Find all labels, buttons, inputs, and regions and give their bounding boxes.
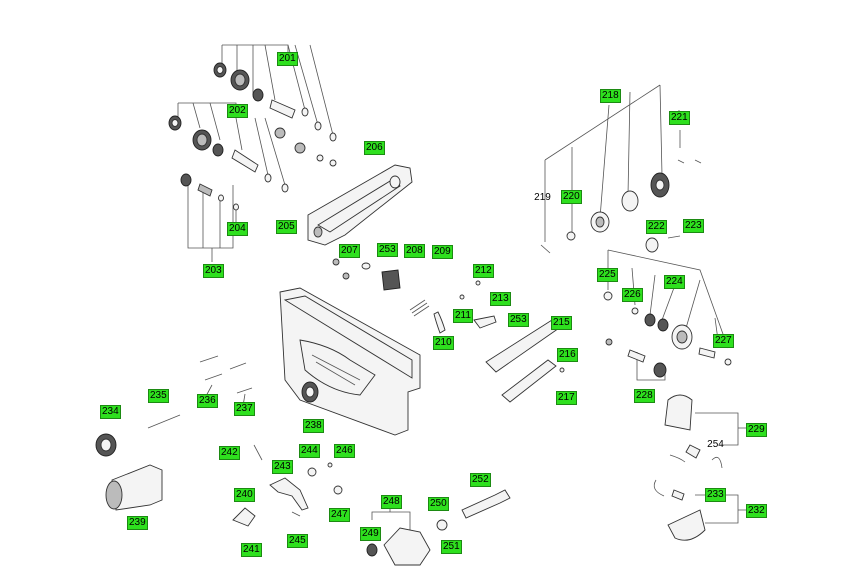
- callout-229[interactable]: 229: [746, 423, 767, 437]
- callout-215[interactable]: 215: [551, 316, 572, 330]
- callout-223[interactable]: 223: [683, 219, 704, 233]
- callout-206[interactable]: 206: [364, 141, 385, 155]
- part-group-center: [332, 258, 497, 334]
- part-206-arm: [307, 164, 413, 246]
- callout-217[interactable]: 217: [556, 391, 577, 405]
- part-group-202: [168, 115, 337, 193]
- callout-242[interactable]: 242: [219, 446, 240, 460]
- part-group-201: [213, 62, 337, 142]
- callout-246[interactable]: 246: [334, 444, 355, 458]
- callout-234[interactable]: 234: [100, 405, 121, 419]
- callout-253-upper[interactable]: 253: [377, 243, 398, 257]
- callout-218[interactable]: 218: [600, 89, 621, 103]
- callout-219: 219: [534, 192, 551, 203]
- callout-244[interactable]: 244: [299, 444, 320, 458]
- callout-249[interactable]: 249: [360, 527, 381, 541]
- callout-232[interactable]: 232: [746, 504, 767, 518]
- callout-210[interactable]: 210: [433, 336, 454, 350]
- callout-208[interactable]: 208: [404, 244, 425, 258]
- callout-248[interactable]: 248: [381, 495, 402, 509]
- callout-253-lower[interactable]: 253: [508, 313, 529, 327]
- callout-243[interactable]: 243: [272, 460, 293, 474]
- callout-203[interactable]: 203: [203, 264, 224, 278]
- callout-245[interactable]: 245: [287, 534, 308, 548]
- callout-216[interactable]: 216: [557, 348, 578, 362]
- callout-226[interactable]: 226: [622, 288, 643, 302]
- part-group-229: [653, 394, 723, 541]
- callout-254: 254: [707, 439, 724, 450]
- part-group-203: [180, 173, 239, 211]
- callout-201[interactable]: 201: [277, 52, 298, 66]
- callout-202[interactable]: 202: [227, 104, 248, 118]
- callout-239[interactable]: 239: [127, 516, 148, 530]
- callout-250[interactable]: 250: [428, 497, 449, 511]
- callout-221[interactable]: 221: [669, 111, 690, 125]
- callout-241[interactable]: 241: [241, 543, 262, 557]
- callout-213[interactable]: 213: [490, 292, 511, 306]
- callout-240[interactable]: 240: [234, 488, 255, 502]
- callout-228[interactable]: 228: [634, 389, 655, 403]
- callout-238[interactable]: 238: [303, 419, 324, 433]
- callout-251[interactable]: 251: [441, 540, 462, 554]
- callout-225[interactable]: 225: [597, 268, 618, 282]
- part-group-248: [366, 489, 511, 566]
- callout-222[interactable]: 222: [646, 220, 667, 234]
- part-238-housing: [279, 287, 421, 436]
- callout-224[interactable]: 224: [664, 275, 685, 289]
- callout-235[interactable]: 235: [148, 389, 169, 403]
- callout-207[interactable]: 207: [339, 244, 360, 258]
- callout-220[interactable]: 220: [561, 190, 582, 204]
- callout-205[interactable]: 205: [276, 220, 297, 234]
- callout-227[interactable]: 227: [713, 334, 734, 348]
- part-group-218: [540, 159, 702, 254]
- callout-236[interactable]: 236: [197, 394, 218, 408]
- callout-209[interactable]: 209: [432, 245, 453, 259]
- callout-252[interactable]: 252: [470, 473, 491, 487]
- callout-212[interactable]: 212: [473, 264, 494, 278]
- callout-237[interactable]: 237: [234, 402, 255, 416]
- leader-lines: [177, 44, 746, 530]
- callout-233[interactable]: 233: [705, 488, 726, 502]
- part-group-bottom-left: [95, 355, 343, 527]
- part-group-224: [603, 291, 732, 378]
- callout-211[interactable]: 211: [453, 309, 473, 323]
- callout-204[interactable]: 204: [227, 222, 248, 236]
- callout-247[interactable]: 247: [329, 508, 350, 522]
- part-group-215: [485, 319, 565, 403]
